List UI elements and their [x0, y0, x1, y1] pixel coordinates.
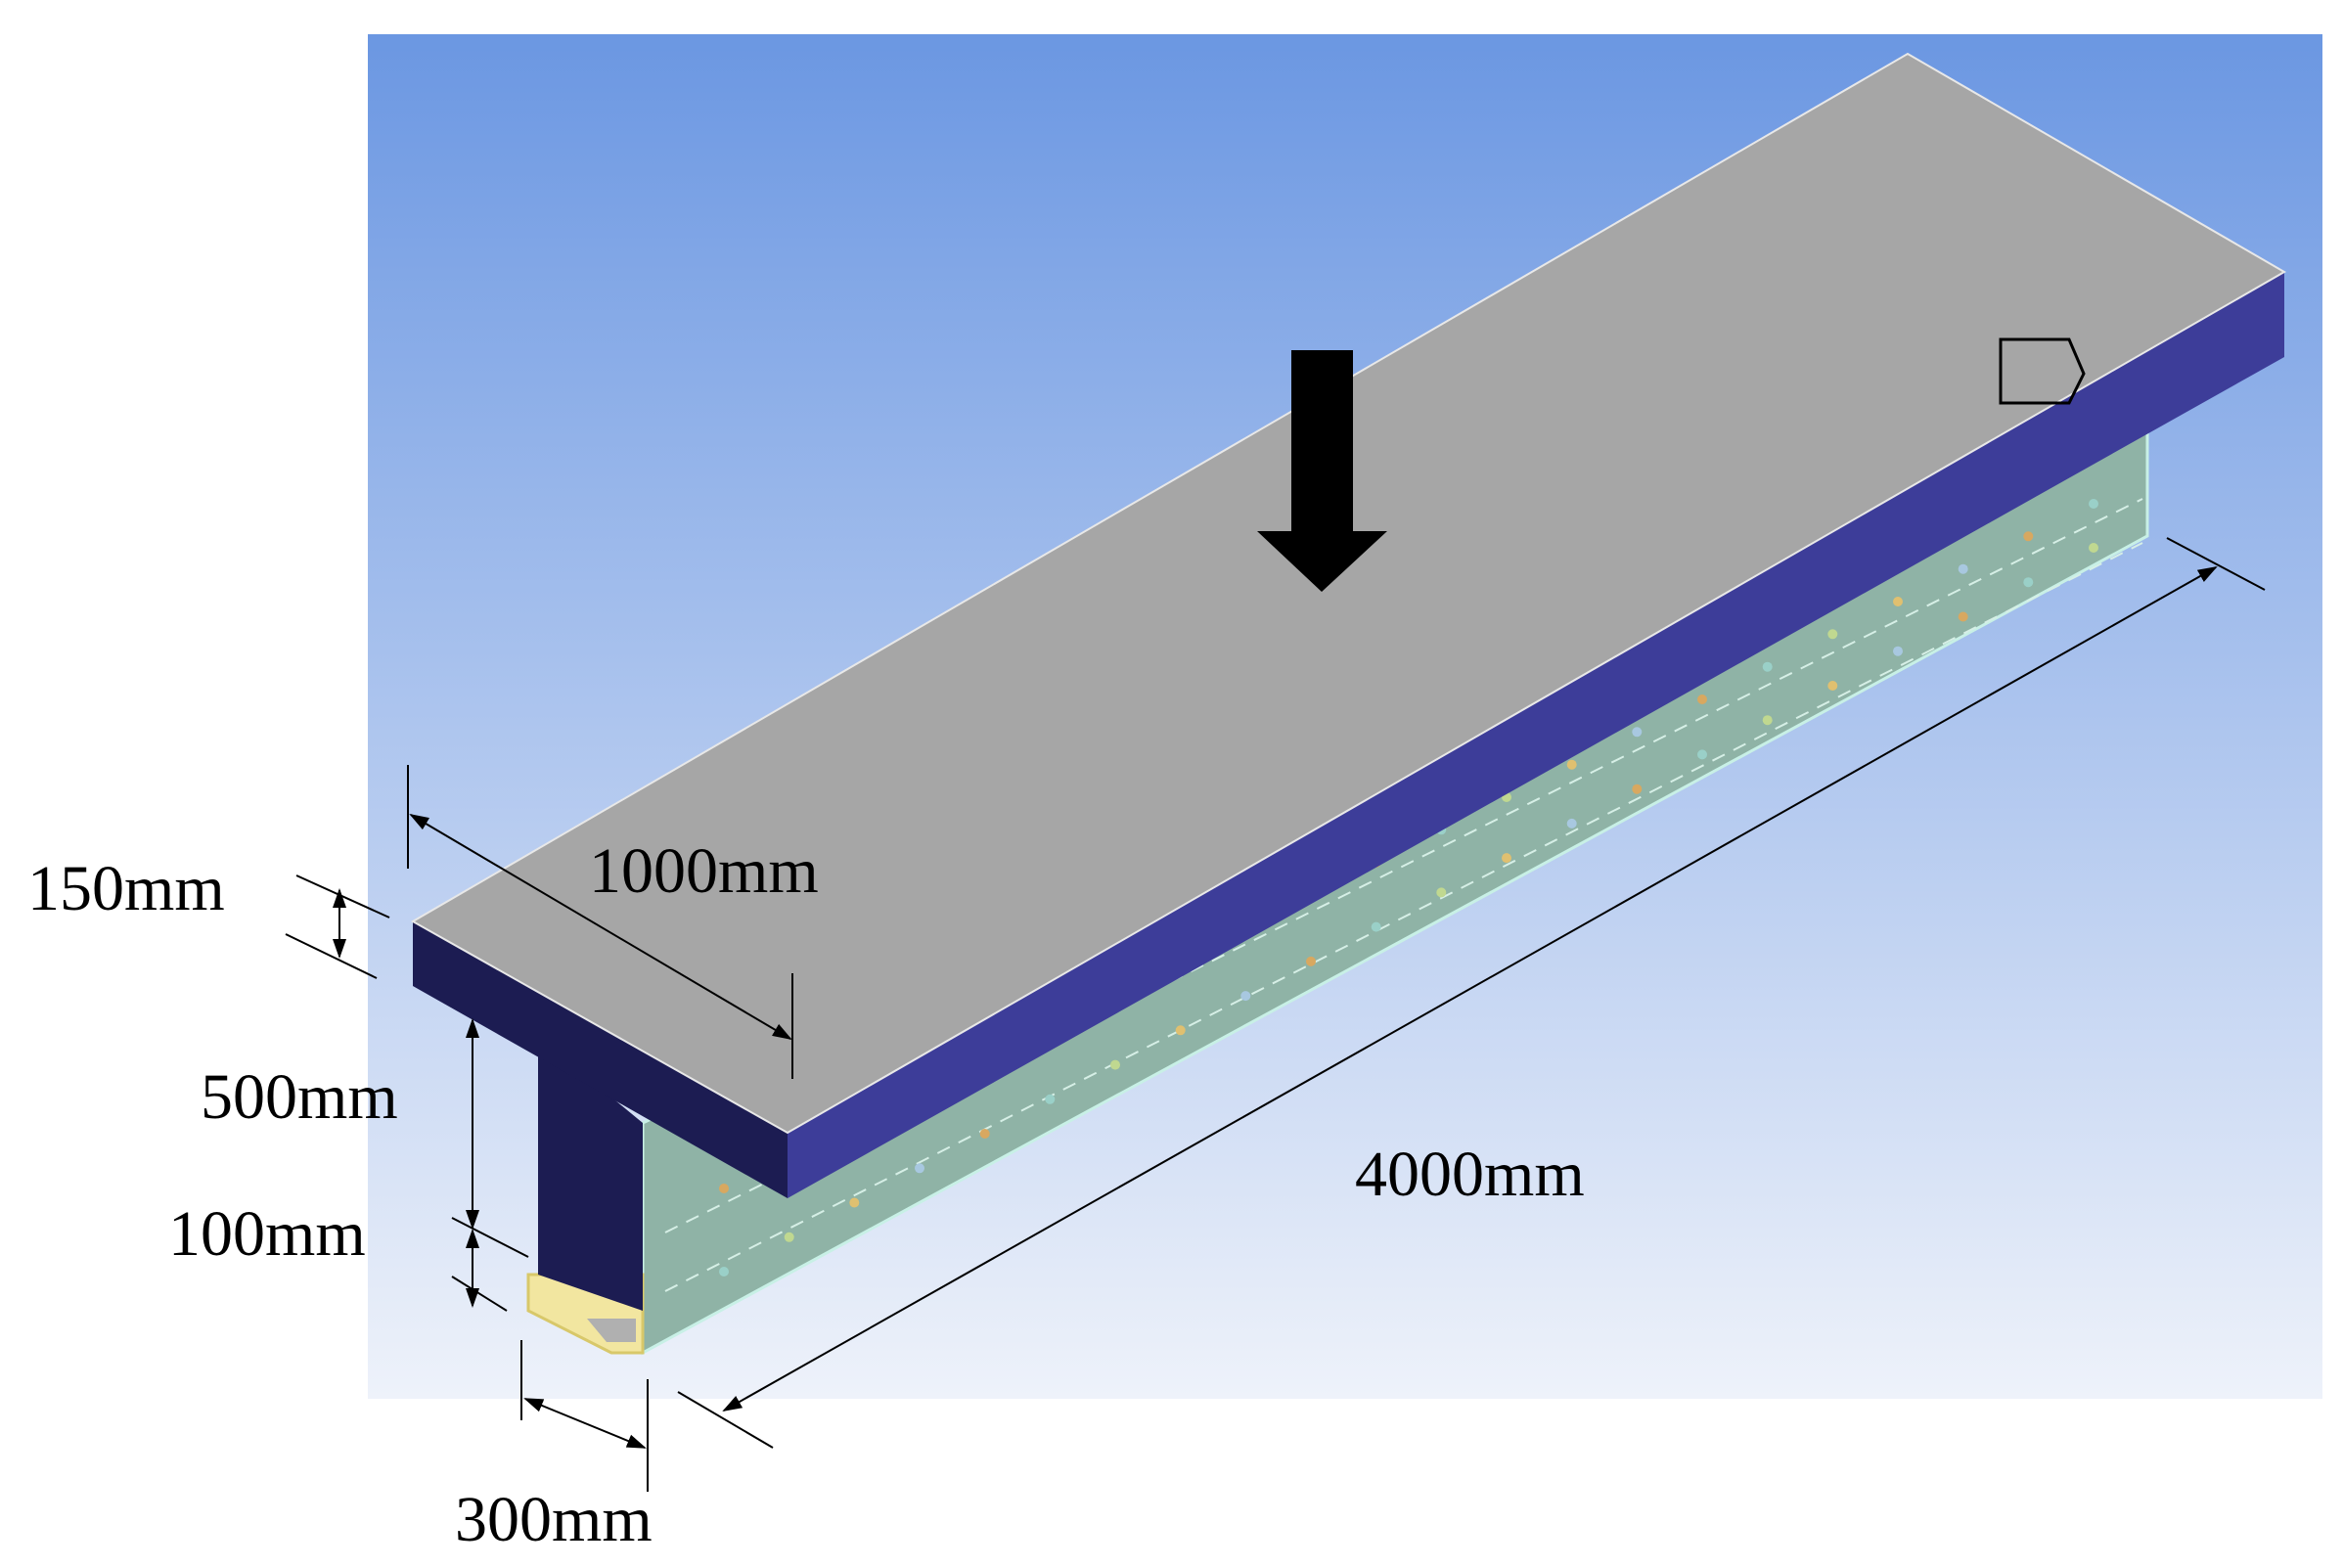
shear-stud: [1762, 715, 1773, 726]
dim-label-4000mm: 4000mm: [1355, 1139, 1585, 1210]
shear-stud: [1958, 563, 1968, 574]
shear-stud: [1502, 853, 1511, 864]
shear-stud: [2023, 531, 2034, 542]
shear-stud: [1958, 611, 1968, 622]
shear-stud: [1240, 991, 1251, 1002]
shear-stud: [1632, 727, 1643, 738]
shear-stud: [1893, 597, 1903, 606]
dimension-lines: [285, 537, 2266, 1492]
dim-label-100mm: 100mm: [168, 1198, 366, 1270]
shear-stud: [1566, 818, 1577, 829]
shear-stud: [1762, 661, 1773, 672]
shear-stud: [719, 1184, 729, 1193]
down-arrow-icon: [1257, 350, 1387, 592]
shear-stud: [2089, 543, 2098, 553]
dim-label-500mm: 500mm: [201, 1061, 398, 1133]
pentagon-support-icon: [1999, 337, 2086, 405]
shear-stud: [719, 1267, 729, 1277]
shear-stud: [1371, 921, 1381, 932]
shear-stud: [1827, 681, 1838, 691]
shear-stud: [1697, 694, 1707, 704]
dim-label-1000mm: 1000mm: [589, 835, 819, 907]
shear-stud: [1306, 956, 1316, 966]
dim-label-150mm: 150mm: [27, 853, 225, 924]
shear-stud: [979, 1129, 990, 1139]
shear-stud: [915, 1163, 924, 1174]
web-end-face: [538, 1037, 643, 1311]
shear-stud: [1632, 784, 1643, 794]
shear-stud: [2023, 577, 2034, 588]
shear-stud: [2089, 499, 2098, 509]
shear-stud: [1566, 759, 1577, 770]
dim-label-300mm: 300mm: [455, 1484, 653, 1555]
shear-stud: [784, 1232, 794, 1242]
shear-stud: [1827, 629, 1838, 640]
shear-stud: [1045, 1094, 1056, 1104]
shear-stud: [1110, 1059, 1120, 1070]
shear-stud: [1893, 646, 1903, 656]
shear-stud: [1175, 1025, 1186, 1036]
shear-stud: [849, 1197, 860, 1208]
shear-stud: [1697, 749, 1707, 760]
shear-stud: [1436, 887, 1447, 898]
